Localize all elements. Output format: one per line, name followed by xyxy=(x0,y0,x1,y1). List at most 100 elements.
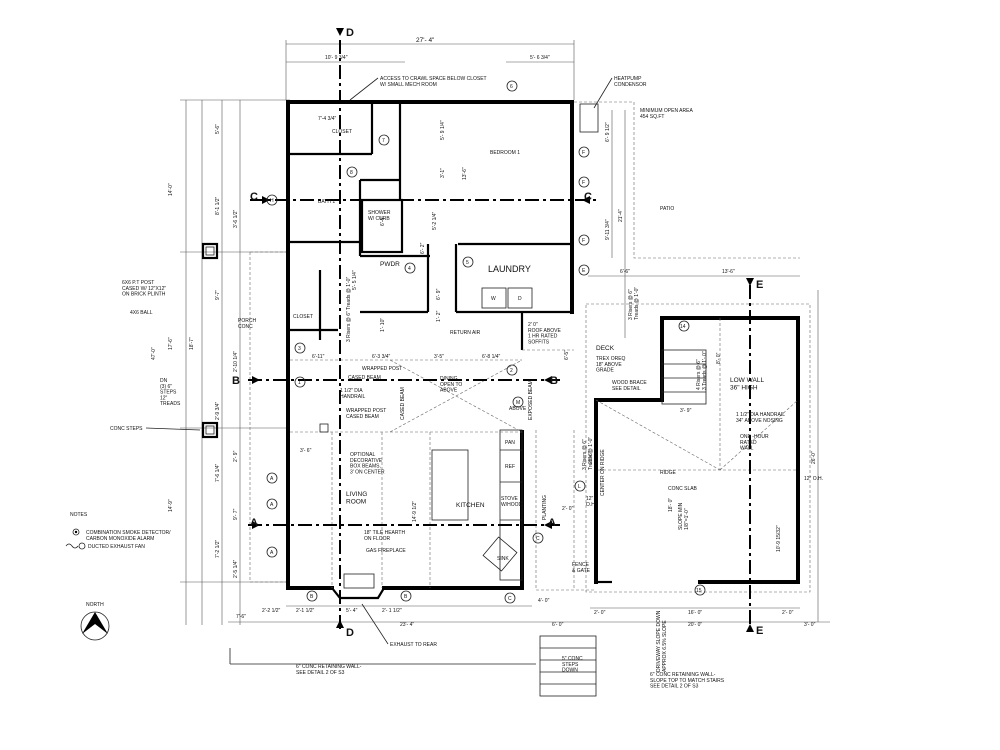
dim-garage-6-6: 6'-6" xyxy=(620,269,630,275)
dim-b4: 6'-4" xyxy=(380,216,386,226)
dim-b5: 5'-2 1/4" xyxy=(432,211,438,230)
washer-label: W xyxy=(491,296,496,302)
section-a-left: A xyxy=(250,517,260,529)
room-ref: REF xyxy=(505,464,515,470)
tag-f3: F xyxy=(582,238,585,244)
tag-5: 5 xyxy=(466,260,469,266)
note-fireplace: GAS FIREPLACE xyxy=(366,548,406,554)
section-d-bottom: D xyxy=(336,620,354,639)
dim-p3: 1'- 2" xyxy=(436,310,442,322)
smoke-detector-icon xyxy=(72,528,80,536)
room-planting: PLANTING xyxy=(542,495,548,520)
room-deck: DECK xyxy=(596,345,615,352)
dim-bot-2-0: 2'- 0" xyxy=(562,506,574,512)
dim-d2: 6'-3 3/4" xyxy=(372,354,391,360)
room-bedroom: BEDROOM 1 xyxy=(490,150,520,156)
section-a-right-label: A xyxy=(548,517,556,529)
room-kitchen: KITCHEN xyxy=(456,502,485,509)
dim-top-right: 5'- 6 3/4" xyxy=(530,55,550,61)
overall-dimensions: 27'- 4" 10'- 9 3/4" 5'- 6 3/4" 14'-0" 17… xyxy=(151,37,830,628)
dim-left-5-6: 5'-6" xyxy=(215,124,221,134)
note-cased-beam: CASED BEAM xyxy=(348,375,381,381)
dim-left-14-9: 14'-9" xyxy=(168,499,174,512)
section-e-bottom: E xyxy=(746,624,763,637)
dim-left-2-10: 2'-10 1/4" xyxy=(233,351,239,372)
tag-b1: B xyxy=(310,594,314,600)
dim-b2: 3'-1" xyxy=(440,168,446,178)
tag-a1: A xyxy=(270,476,274,482)
section-c-right: C xyxy=(582,191,592,204)
dim-right-21-4: 21'-4" xyxy=(618,209,624,222)
note-risers3: 4 Risers @ 6"3 Treads @ 1'- 0" xyxy=(696,351,708,390)
tag-bubbles: 7 8 4 5 3 1 2 6 14 15 M F F F E A A A B … xyxy=(266,80,706,604)
room-closet-dim: 7'-4 3/4" xyxy=(318,116,337,122)
dim-b6: 6'- 2" xyxy=(420,242,426,254)
room-laundry: LAUNDRY xyxy=(488,264,531,274)
garage-walls: RIDGE xyxy=(574,101,811,593)
dim-garage-12-oh: 12" O.H. xyxy=(804,476,823,482)
dim-left-8-1: 8'-1 1/2" xyxy=(215,196,221,215)
section-a-left-label: A xyxy=(250,517,258,529)
dim-porch-18-7: 18'-7" xyxy=(189,337,195,350)
note-risers1: 3 Risers @ 6"Treads @ 1'-0" xyxy=(628,287,640,320)
legend-fan: DUCTED EXHAUST FAN xyxy=(88,544,145,550)
dim-d5: 6'-5" xyxy=(564,350,570,360)
section-d-bottom-label: D xyxy=(346,627,354,639)
section-e-bottom-label: E xyxy=(756,625,763,637)
dim-k5: 25'-6" xyxy=(588,451,594,464)
tag-8: 8 xyxy=(350,170,353,176)
dim-garage-10-9: 10'-9 15/32" xyxy=(776,525,782,552)
room-above: ABOVE xyxy=(509,406,527,412)
legend-title: NOTES xyxy=(70,512,88,518)
exhaust-fan-icon xyxy=(65,542,86,550)
interior-dim-labels: 5'- 9 1/4" 3'-1" 13'-6" 6'-4" 5'-2 1/4" … xyxy=(300,120,722,522)
tag-c: C xyxy=(508,596,512,602)
north-arrow: NORTH xyxy=(80,602,110,641)
tag-e: E xyxy=(582,268,586,274)
section-b-left: B xyxy=(232,375,260,387)
dim-bottom-far-right: 3'- 0" xyxy=(804,622,816,628)
dim-right-6-9: 6'- 9 1/2" xyxy=(605,122,611,142)
dim-bot-2-1: 2'-1 1/2" xyxy=(296,608,315,614)
tag-c2: C xyxy=(536,536,540,542)
dim-left-9-7: 9'-7" xyxy=(215,290,221,300)
dim-k1: 14'-9 1/2" xyxy=(412,501,418,522)
dim-p2: 6'- 9" xyxy=(436,288,442,300)
house-walls: W D xyxy=(286,100,574,600)
dim-left-2-9-3q: 2'-9 3/4" xyxy=(215,401,221,420)
dim-bot-2-1b: 2'- 1 1/2" xyxy=(382,608,402,614)
dim-garage-16-0: 16'- 0" xyxy=(688,610,702,616)
dim-left-7-6: 7'-6 1/4" xyxy=(215,463,221,482)
dim-d1: 6'-11" xyxy=(312,354,325,360)
dim-p1: 5'- 5 1/4" xyxy=(352,270,358,290)
section-c-left-label: C xyxy=(250,191,258,203)
dim-bot-4-0: 4'- 0" xyxy=(538,598,550,604)
note-cased-beam-v: CASED BEAM xyxy=(400,387,406,420)
tag-h: H xyxy=(270,198,274,204)
dim-garage-2-0-l: 2'- 0" xyxy=(594,610,606,616)
dim-top-width: 27'- 4" xyxy=(416,37,435,44)
tag-a3: A xyxy=(270,550,274,556)
dim-b3: 13'-6" xyxy=(462,167,468,180)
room-labels: CLOSET 7'-4 3/4" BEDROOM 1 BATH 1 SHOWER… xyxy=(293,116,698,562)
tag-l: L xyxy=(578,484,581,490)
dim-k3: 3'- 9" xyxy=(680,408,692,414)
tag-3: 3 xyxy=(298,346,301,352)
dim-garage-2-0-r: 2'- 0" xyxy=(782,610,794,616)
room-conc-slab: CONC SLAB xyxy=(668,486,698,492)
